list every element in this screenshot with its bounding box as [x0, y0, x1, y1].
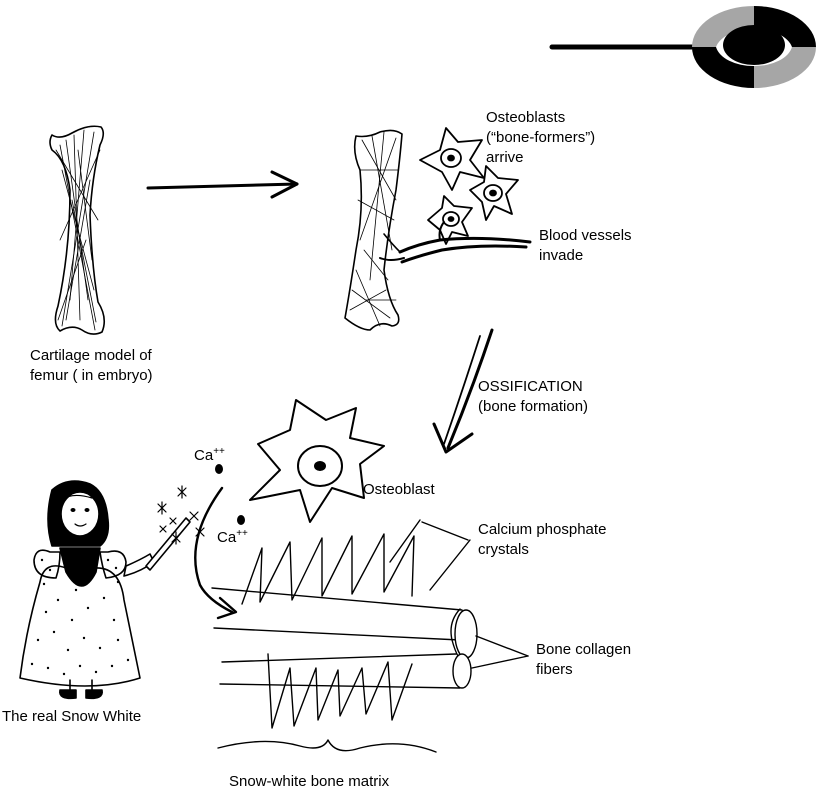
osteoblast-cell-large	[250, 400, 384, 522]
bone-matrix-label: Snow-white bone matrix	[229, 772, 389, 792]
bone-collagen-fibers-label: Bone collagen fibers	[536, 640, 631, 680]
progression-arrow	[148, 172, 297, 197]
osteoblast-label: Osteoblast	[363, 480, 435, 500]
calcium-deposit-arrow	[195, 488, 236, 618]
calcium-ion-label: Ca++	[217, 528, 248, 548]
calcium-ion-label: Ca++	[194, 446, 225, 466]
osteoblasts-arrive-label: Osteoblasts (“bone-formers”) arrive	[486, 108, 595, 168]
osteoblast-cell-small	[428, 196, 472, 244]
blood-vessels-label: Blood vessels invade	[539, 226, 632, 266]
target-logo-icon	[552, 6, 816, 88]
bone-collagen-fibers	[212, 588, 528, 688]
snow-white-drawing	[20, 481, 190, 698]
sparkle-icon	[158, 486, 204, 544]
bone-matrix-brace	[218, 740, 436, 752]
cartilage-femur-drawing	[50, 126, 104, 334]
calcium-phosphate-crystals-upper	[242, 520, 470, 604]
ossification-label: OSSIFICATION (bone formation)	[478, 377, 588, 417]
snow-white-label: The real Snow White	[2, 707, 141, 727]
developing-femur-drawing	[345, 130, 402, 330]
blood-vessels-drawing	[380, 222, 530, 262]
osteoblast-cell-small	[470, 166, 518, 220]
calcium-phosphate-crystals-label: Calcium phosphate crystals	[478, 520, 606, 560]
cartilage-model-label: Cartilage model of femur ( in embryo)	[30, 346, 153, 386]
calcium-ion-dots	[215, 464, 245, 525]
calcium-phosphate-crystals-lower	[268, 654, 412, 728]
osteoblast-cell-small	[420, 128, 484, 190]
